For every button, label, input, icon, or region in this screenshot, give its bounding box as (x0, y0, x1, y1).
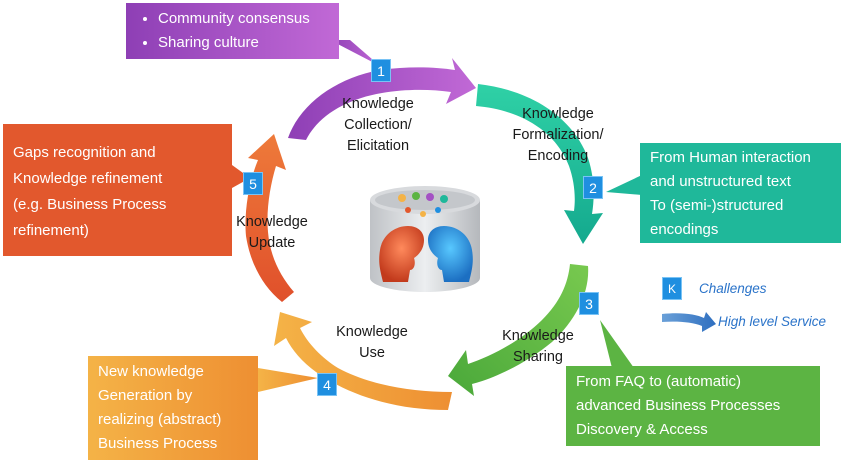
knowledge-database-icon (370, 186, 480, 292)
teal-callout-line: To (semi-)structured (650, 197, 784, 214)
purple-callout-item: Sharing culture (158, 31, 329, 55)
red-callout-line: (e.g. Business Process (13, 196, 167, 213)
green-callout-line: advanced Business Processes (576, 397, 781, 414)
stage-1-badge: 1 (371, 59, 391, 82)
orange-cycle-arrow (274, 312, 452, 410)
stage-label-line: Collection/ (344, 117, 412, 133)
stage-label-line: Use (359, 345, 385, 361)
teal-cycle-arrow (476, 84, 603, 244)
orange-callout-line: Business Process (98, 435, 218, 452)
red-callout-line: refinement) (13, 222, 89, 239)
green-callout-pointer (600, 320, 634, 368)
stage-label-line: Knowledge (522, 106, 594, 122)
legend-service-label: High level Service (718, 314, 827, 329)
stage-label-line: Encoding (527, 148, 589, 164)
stage-label-line: Formalization/ (512, 127, 604, 143)
stage-3-badge: 3 (579, 292, 599, 315)
stage-label-line: Knowledge (342, 96, 414, 112)
stage-label-line: Update (248, 235, 296, 251)
orange-callout-line: New knowledge (98, 363, 204, 380)
stage-4-badge: 4 (317, 373, 337, 396)
orange-callout-line: Generation by (98, 387, 193, 404)
teal-callout-line: From Human interaction (650, 149, 811, 166)
purple-cycle-arrow (288, 58, 476, 140)
stage-label-line: Knowledge (236, 214, 308, 230)
teal-callout-line: encodings (650, 221, 719, 238)
stage-5-label: Knowledge Update (222, 212, 322, 254)
head-right-icon (428, 226, 473, 282)
stage-label-line: Knowledge (502, 328, 574, 344)
purple-callout-item: Community consensus (158, 7, 329, 31)
purple-callout: Community consensus Sharing culture (126, 3, 339, 59)
teal-callout: From Human interaction and unstructured … (640, 143, 841, 243)
red-callout-line: Knowledge refinement (13, 170, 163, 187)
teal-callout-line: and unstructured text (650, 173, 791, 190)
stage-5-badge: 5 (243, 172, 263, 195)
stage-4-label: Knowledge Use (322, 322, 422, 364)
stage-label-line: Knowledge (336, 324, 408, 340)
stage-1-label: Knowledge Collection/ Elicitation (328, 94, 428, 157)
green-callout: From FAQ to (automatic) advanced Busines… (566, 366, 820, 446)
stage-2-badge: 2 (583, 176, 603, 199)
stage-3-label: Knowledge Sharing (488, 326, 588, 368)
green-cycle-arrow (448, 264, 589, 396)
purple-callout-pointer (330, 40, 380, 66)
legend-challenge-badge: K (662, 277, 682, 300)
red-callout-line: Gaps recognition and (13, 144, 156, 161)
green-callout-line: Discovery & Access (576, 421, 708, 438)
red-callout-pointer (232, 165, 250, 188)
orange-callout-pointer (258, 368, 318, 392)
red-callout: Gaps recognition and Knowledge refinemen… (3, 124, 232, 256)
legend-challenges-label: Challenges (699, 281, 767, 296)
teal-callout-pointer (606, 175, 642, 195)
orange-callout-line: realizing (abstract) (98, 411, 222, 428)
orange-callout: New knowledge Generation by realizing (a… (88, 356, 258, 460)
stage-label-line: Elicitation (346, 138, 410, 154)
knowledge-bubbles (398, 192, 448, 217)
stage-2-label: Knowledge Formalization/ Encoding (498, 104, 618, 167)
green-callout-line: From FAQ to (automatic) (576, 373, 742, 390)
high-level-service-arrow-icon (662, 312, 716, 332)
head-left-icon (379, 226, 424, 282)
stage-label-line: Sharing (513, 349, 563, 365)
